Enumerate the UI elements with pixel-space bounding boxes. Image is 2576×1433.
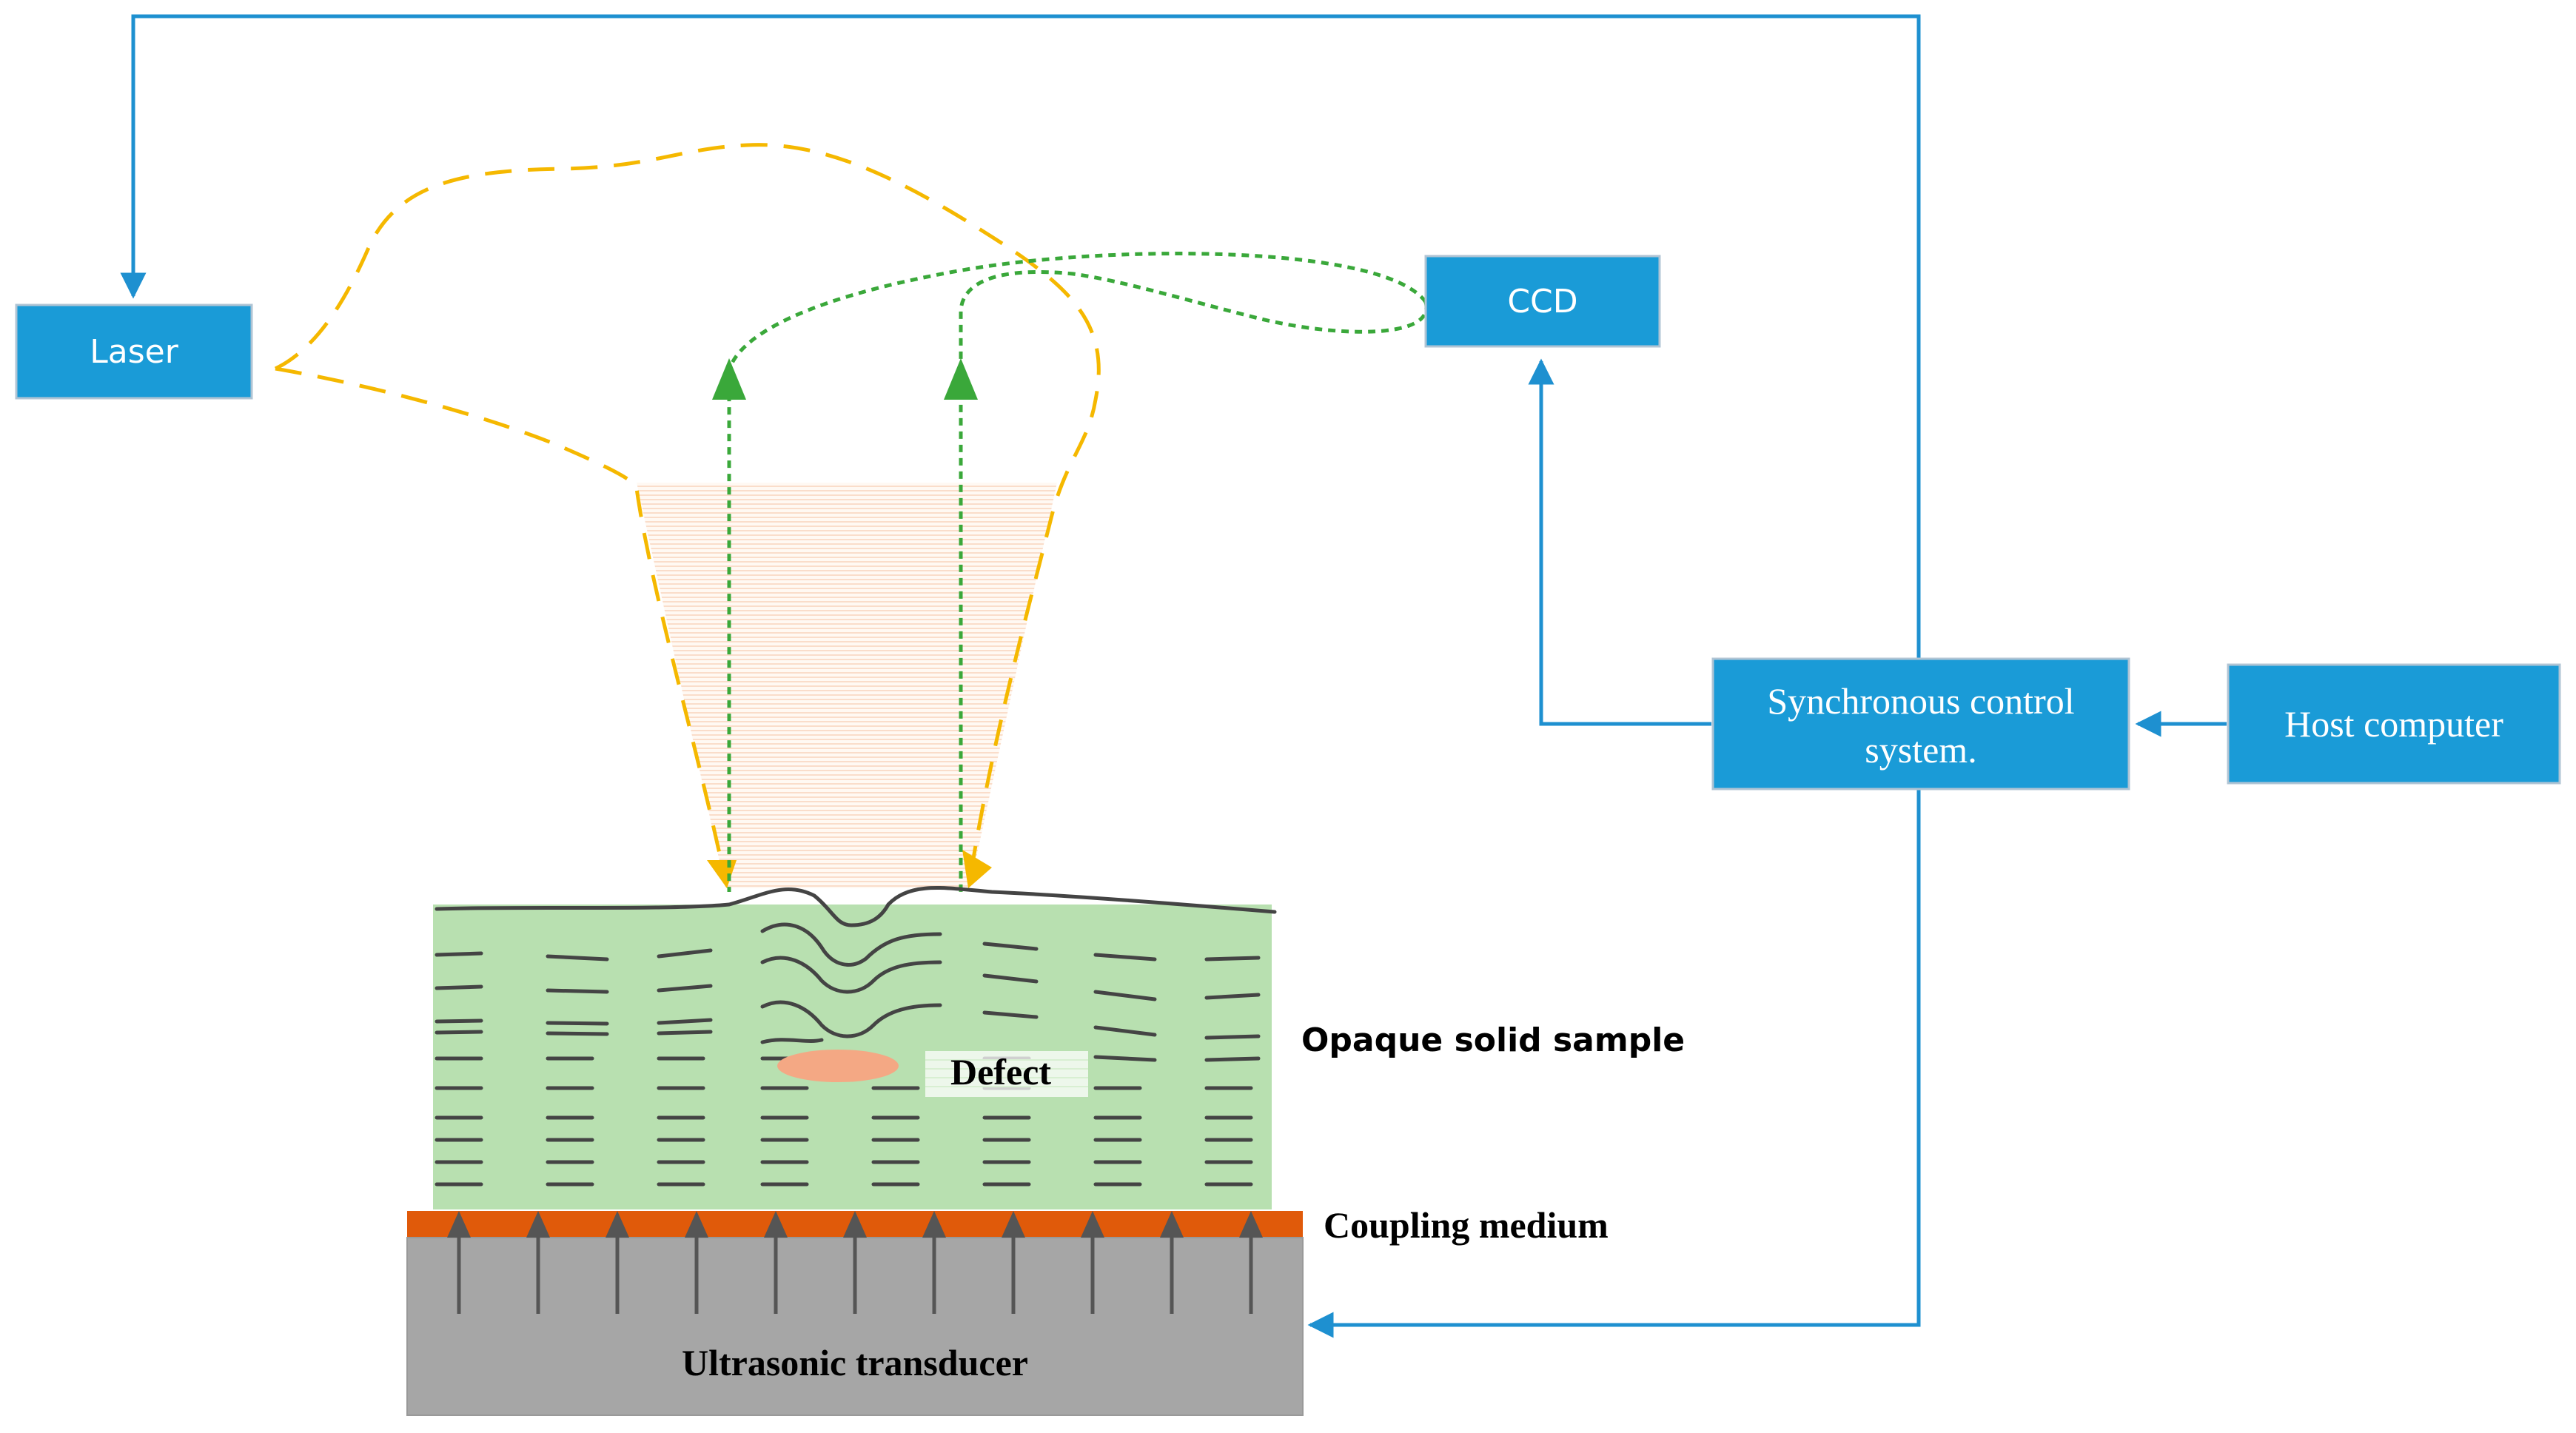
sync-to-transducer-line — [1307, 789, 1921, 1338]
illumination-area — [637, 483, 1057, 888]
control-wiring — [120, 14, 2227, 1338]
laser-beam-path — [274, 143, 1101, 882]
opaque-solid-sample: Defect — [433, 886, 1277, 1209]
ccd-box-label: CCD — [1507, 283, 1577, 321]
sync-box-label-line2: system. — [1865, 729, 1976, 771]
transducer-arrows — [447, 1211, 1263, 1314]
host-computer-box: Host computer — [2227, 663, 2561, 785]
transducer-label: Ultrasonic transducer — [682, 1342, 1028, 1383]
ultrasonic-wavefronts — [435, 886, 1277, 1187]
defect-label-backing — [925, 1051, 1088, 1097]
laser-arrowhead-right — [962, 850, 992, 888]
laser-box-label: Laser — [90, 333, 178, 371]
ccd-arrowhead-left — [712, 358, 746, 400]
ccd-observation-path — [727, 252, 1429, 892]
host-box-label: Host computer — [2284, 703, 2503, 745]
sync-box-label-line1: Synchronous control — [1767, 680, 2074, 722]
defect-ellipse — [777, 1050, 899, 1082]
sync-control-box: Synchronous control system. — [1711, 657, 2130, 791]
coupling-label: Coupling medium — [1324, 1204, 1609, 1246]
sample-label: Opaque solid sample — [1301, 1021, 1685, 1059]
sync-to-ccd-line — [1528, 358, 1711, 726]
ultrasonic-transducer: Ultrasonic transducer — [406, 1211, 1304, 1416]
laser-box: Laser — [15, 303, 253, 400]
ccd-arrowhead-right — [944, 358, 978, 400]
ccd-box: CCD — [1424, 255, 1661, 348]
defect-label: Defect — [950, 1051, 1051, 1093]
sync-to-laser-line — [120, 14, 1921, 659]
